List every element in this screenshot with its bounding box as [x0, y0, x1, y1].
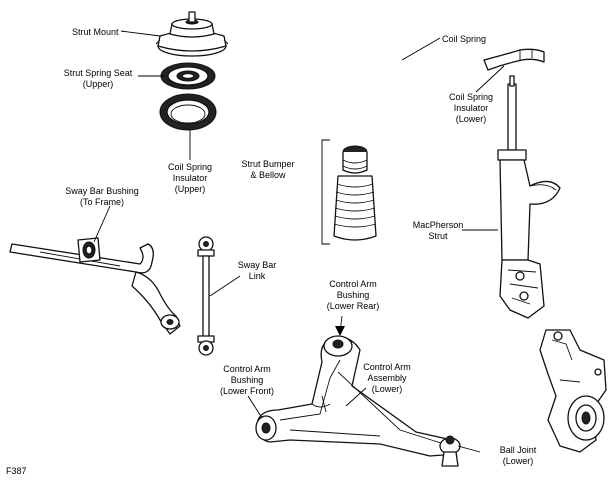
label-strut-spring-seat-line2: (Upper)	[83, 79, 114, 89]
coil-spring-icon	[312, 11, 411, 116]
label-ca-bushing-rear-line2: Bushing	[337, 290, 370, 300]
label-strut-bumper-line1: Strut Bumper	[241, 159, 294, 169]
label-insulator-upper-line3: (Upper)	[175, 184, 206, 194]
label-ca-bushing-rear-line1: Control Arm	[329, 279, 377, 289]
label-sway-bar-link-line1: Sway Bar	[238, 260, 277, 270]
label-ball-joint-line2: (Lower)	[503, 456, 534, 466]
label-sway-bar-link-line2: Link	[249, 271, 266, 281]
label-strut-spring-seat-line1: Strut Spring Seat	[64, 68, 133, 78]
label-ca-assembly-line2: Assembly	[367, 373, 407, 383]
label-ca-bushing-front-line1: Control Arm	[223, 364, 271, 374]
spring-seat-icon	[160, 62, 216, 90]
figure-id: F387	[6, 466, 27, 476]
label-insulator-upper-line1: Coil Spring	[168, 162, 212, 172]
label-insulator-lower-line3: (Lower)	[456, 114, 487, 124]
bushing-icon	[77, 237, 101, 263]
insulator-ring-icon	[159, 93, 217, 131]
knuckle-icon	[539, 329, 607, 453]
label-coil-spring: Coil Spring	[442, 34, 486, 44]
label-ball-joint-line1: Ball Joint	[500, 445, 537, 455]
strut-icon	[497, 75, 561, 319]
label-ca-assembly-line3: (Lower)	[372, 384, 403, 394]
leader-lines	[93, 30, 505, 453]
control-arm-icon	[255, 335, 461, 467]
label-ca-bushing-front-line2: Bushing	[231, 375, 264, 385]
strut-mount-icon	[155, 11, 229, 57]
label-sway-bar-bushing-line2: (To Frame)	[80, 197, 124, 207]
link-rod-icon	[197, 236, 215, 356]
bellow-icon	[321, 139, 377, 245]
label-sway-bar-bushing-line1: Sway Bar Bushing	[65, 186, 139, 196]
label-macpherson-line2: Strut	[428, 231, 448, 241]
label-insulator-upper-line2: Insulator	[173, 173, 208, 183]
label-ca-bushing-rear-line3: (Lower Rear)	[327, 301, 380, 311]
label-insulator-lower-line2: Insulator	[454, 103, 489, 113]
label-ca-bushing-front-line3: (Lower Front)	[220, 386, 274, 396]
label-ca-assembly-line1: Control Arm	[363, 362, 411, 372]
label-strut-bumper-line2: & Bellow	[250, 170, 286, 180]
label-insulator-lower-line1: Coil Spring	[449, 92, 493, 102]
label-strut-mount: Strut Mount	[72, 27, 119, 37]
insulator-clip-icon	[483, 48, 545, 71]
label-macpherson-line1: MacPherson	[413, 220, 464, 230]
